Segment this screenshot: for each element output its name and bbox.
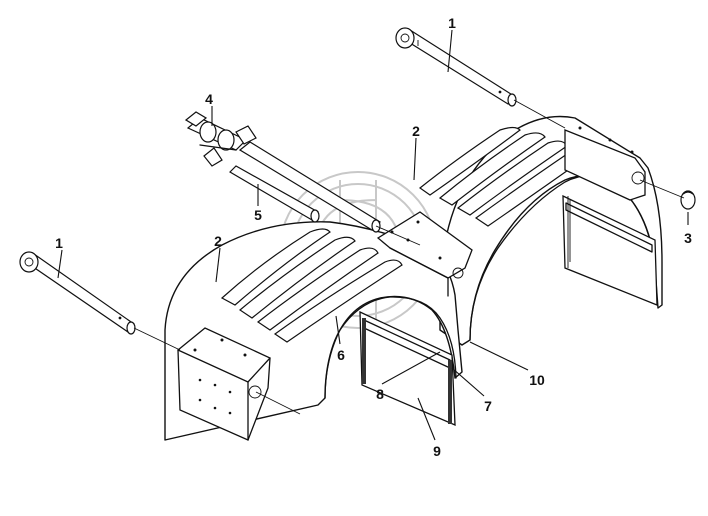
end-cap bbox=[680, 190, 696, 210]
callout-6: 6 bbox=[337, 347, 345, 363]
callout-1-lower: 1 bbox=[55, 235, 63, 251]
tube-middle bbox=[229, 141, 421, 246]
callout-10: 10 bbox=[529, 372, 545, 388]
tube-lower-left bbox=[19, 251, 181, 351]
callout-4: 4 bbox=[205, 91, 213, 107]
rear-fender bbox=[418, 115, 663, 346]
tube-upper-right bbox=[395, 27, 566, 129]
callout-7: 7 bbox=[484, 398, 492, 414]
front-fender bbox=[164, 211, 473, 441]
callout-2-rear: 2 bbox=[412, 123, 420, 139]
callout-labels: 1 1 2 2 3 4 5 6 7 8 9 10 bbox=[55, 15, 692, 459]
callout-5: 5 bbox=[254, 207, 262, 223]
callout-8: 8 bbox=[376, 386, 384, 402]
callout-2-front: 2 bbox=[214, 233, 222, 249]
callout-leaders bbox=[57, 29, 689, 441]
bracket-assembly bbox=[184, 111, 257, 167]
callout-3: 3 bbox=[684, 230, 692, 246]
callout-1-upper: 1 bbox=[448, 15, 456, 31]
callout-9: 9 bbox=[433, 443, 441, 459]
